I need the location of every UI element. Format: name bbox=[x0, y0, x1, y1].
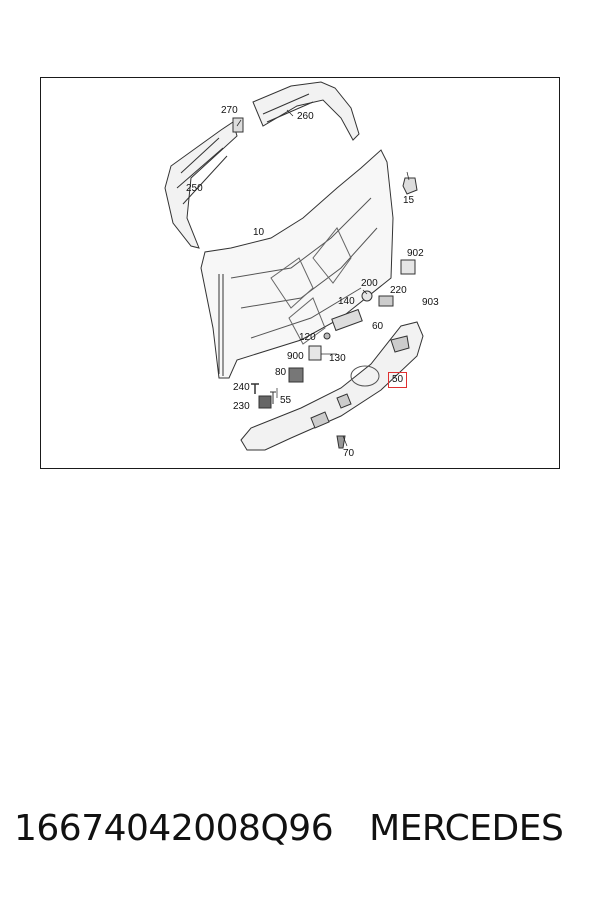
callout-230: 230 bbox=[233, 401, 250, 412]
part-15-shape bbox=[402, 177, 418, 195]
part-80-shape bbox=[288, 367, 304, 383]
callout-270: 270 bbox=[221, 105, 238, 116]
part-55-shape bbox=[270, 391, 276, 404]
callout-903: 903 bbox=[422, 297, 439, 308]
callout-130: 130 bbox=[329, 353, 346, 364]
callout-260: 260 bbox=[297, 111, 314, 122]
part-900-shape bbox=[308, 345, 322, 361]
callout-140: 140 bbox=[338, 296, 355, 307]
part-120-shape bbox=[323, 332, 331, 340]
part-902-shape bbox=[400, 259, 416, 275]
parts-diagram: 270 260 250 15 10 902 200 220 903 140 60… bbox=[40, 77, 560, 469]
callout-200: 200 bbox=[361, 278, 378, 289]
callout-902: 902 bbox=[407, 248, 424, 259]
callout-120: 120 bbox=[299, 332, 316, 343]
callout-15: 15 bbox=[403, 195, 415, 206]
callout-55: 55 bbox=[280, 395, 292, 406]
part-50-shape bbox=[240, 321, 424, 451]
brand-name: MERCEDES bbox=[369, 808, 564, 849]
callout-60: 60 bbox=[372, 321, 384, 332]
callout-50: 50 bbox=[388, 372, 408, 388]
part-70-shape bbox=[336, 435, 346, 449]
callout-10: 10 bbox=[253, 227, 265, 238]
part-number: 16674042008Q96 bbox=[14, 808, 334, 849]
part-260-shape bbox=[252, 81, 360, 141]
part-200-shape bbox=[361, 290, 373, 302]
callout-220: 220 bbox=[390, 285, 407, 296]
part-caption: 16674042008Q96 MERCEDES bbox=[14, 808, 594, 858]
part-230-shape bbox=[258, 395, 272, 409]
callout-250: 250 bbox=[186, 183, 203, 194]
part-220-shape bbox=[378, 295, 394, 307]
part-240-shape bbox=[251, 383, 259, 394]
callout-70: 70 bbox=[343, 448, 355, 459]
callout-240: 240 bbox=[233, 382, 250, 393]
part-140-shape bbox=[331, 308, 363, 332]
exploded-view-drawing bbox=[164, 81, 424, 451]
callout-900: 900 bbox=[287, 351, 304, 362]
callout-80: 80 bbox=[275, 367, 287, 378]
